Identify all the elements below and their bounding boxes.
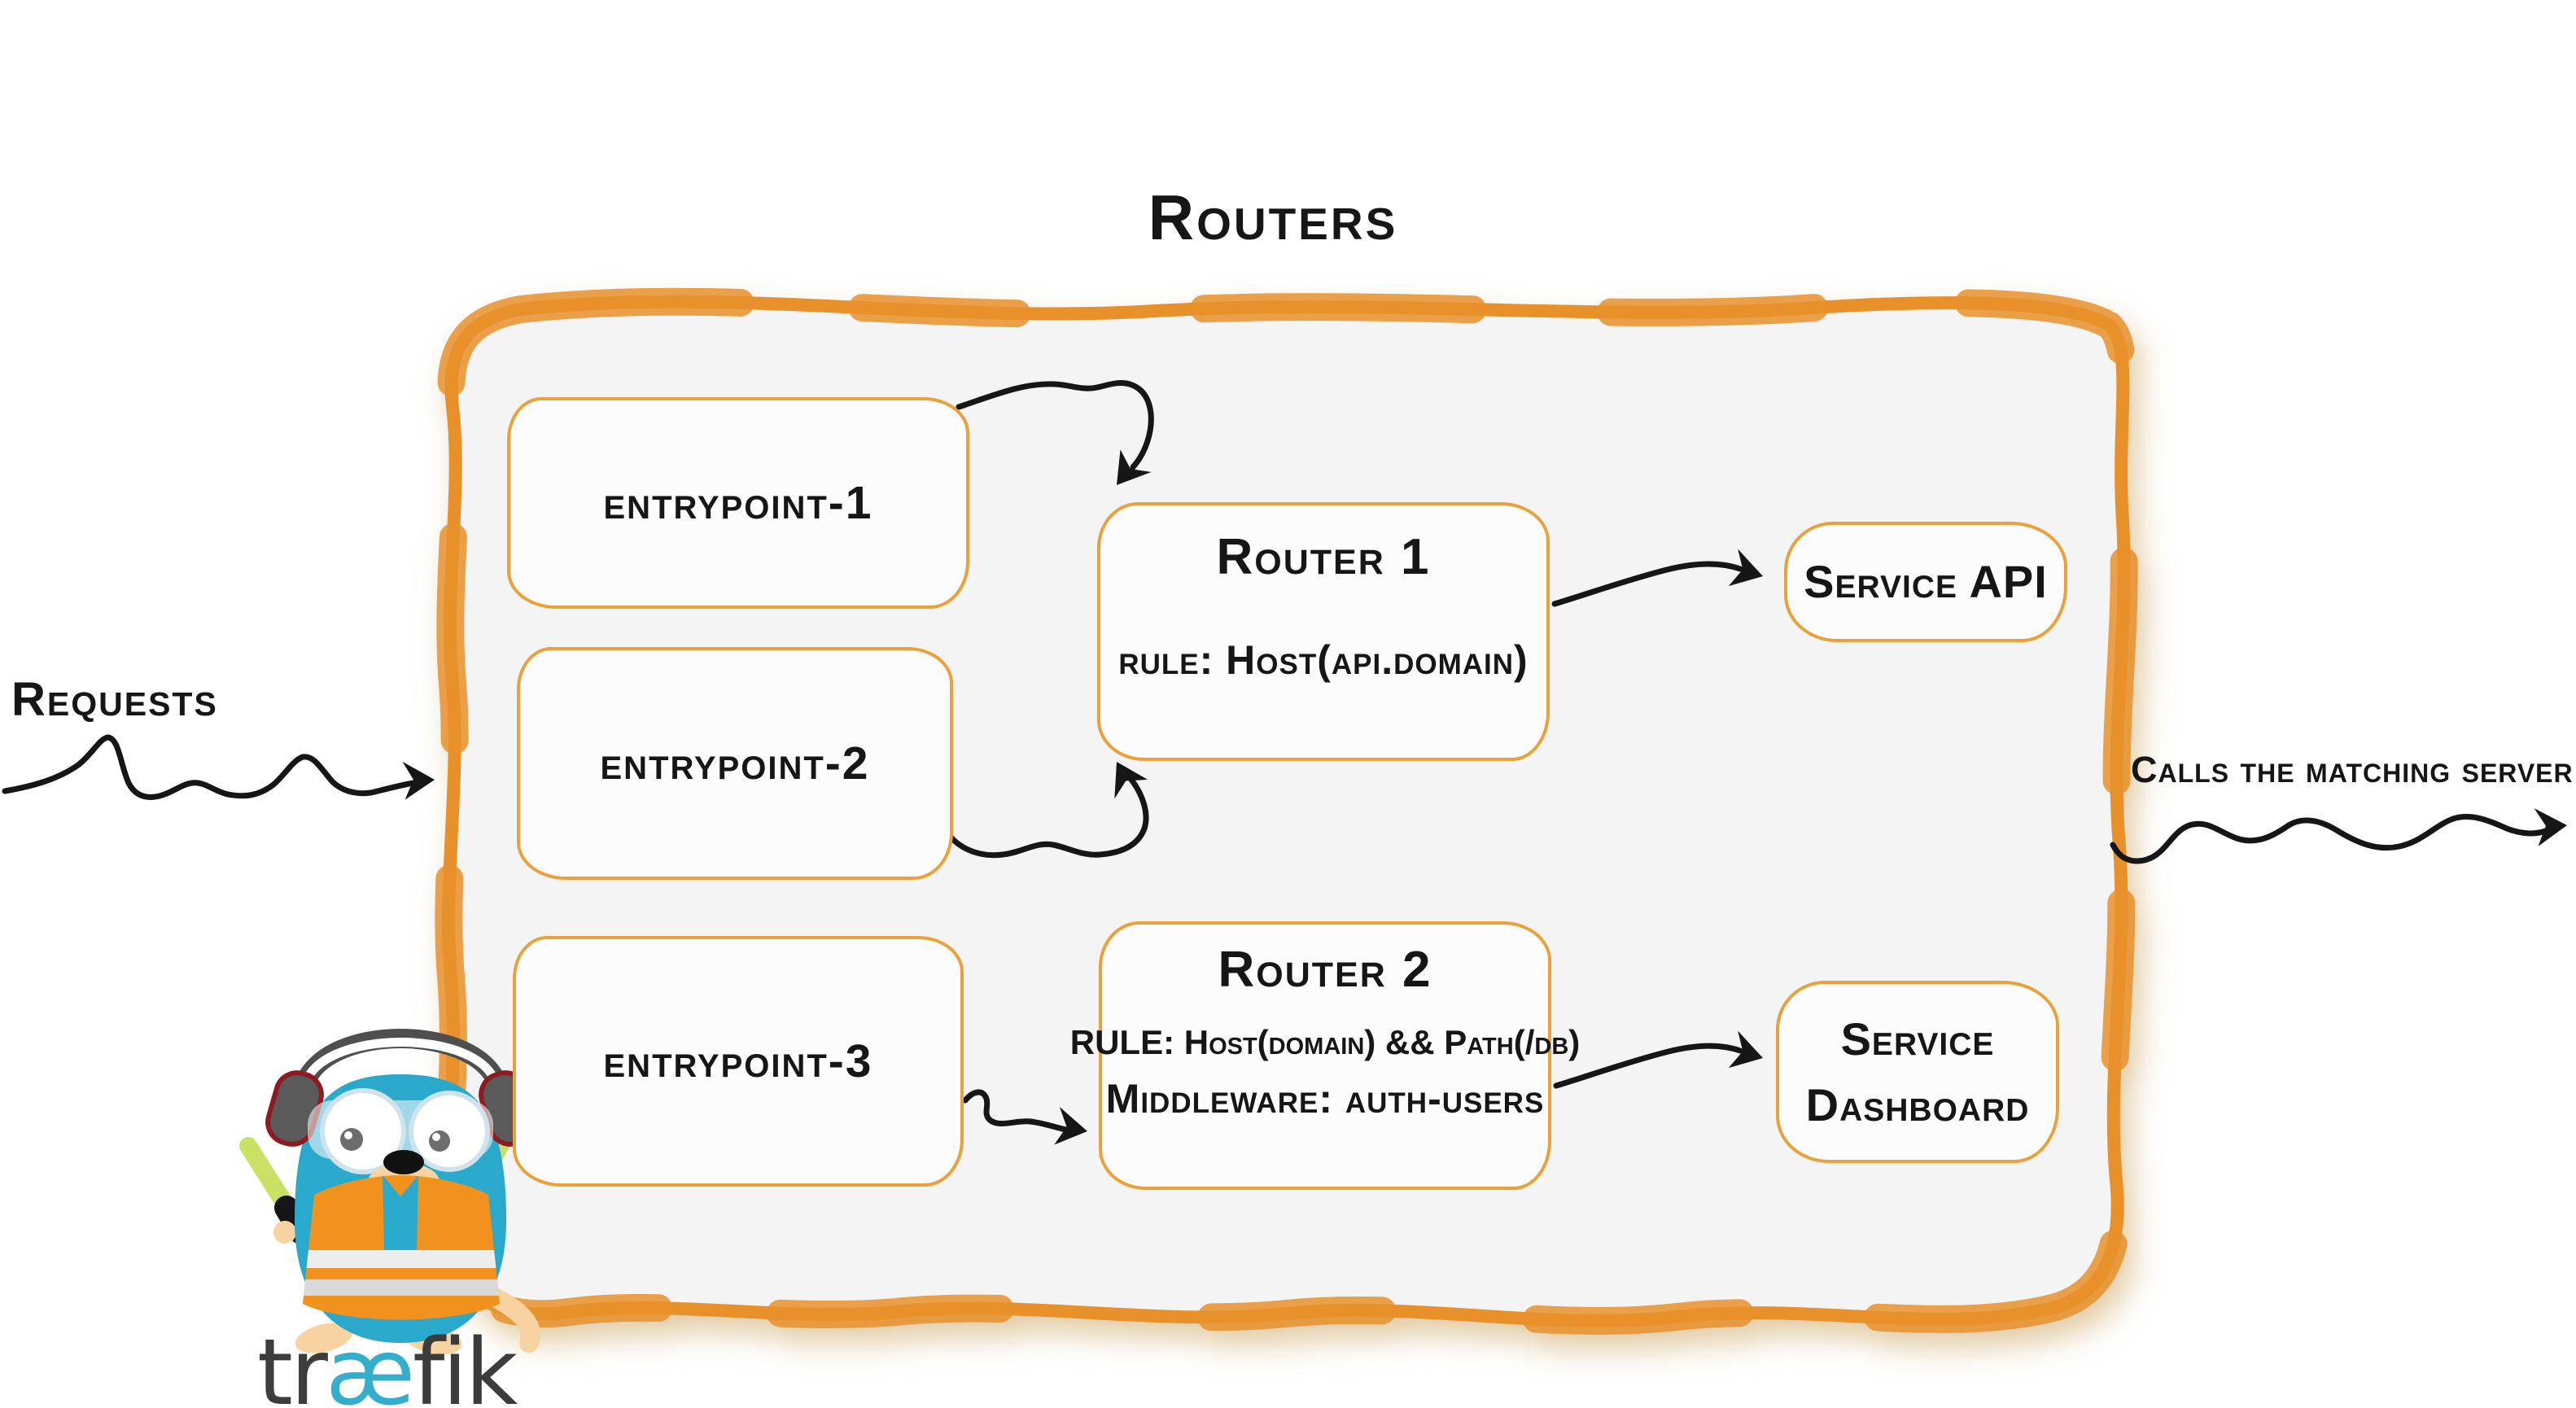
calls-matching-server-label: Calls the matching server	[2131, 749, 2574, 790]
requests-label: Requests	[11, 673, 218, 726]
router-2-rule: RULE: Host(domain) && Path(/db)	[1069, 1023, 1581, 1061]
entrypoint-3-node: entrypoint-3	[513, 936, 964, 1187]
router-1-title: Router 1	[1216, 529, 1431, 585]
entrypoint-1-node: entrypoint-1	[507, 397, 969, 609]
router-2-node: Router 2 RULE: Host(domain) && Path(/db)…	[1070, 921, 1580, 1190]
service-api-label: Service API	[1804, 556, 2048, 608]
service-dashboard-node: Service Dashboard	[1776, 981, 2059, 1163]
traefik-wordmark: træfik	[257, 1320, 518, 1408]
router-1-rule: rule: Host(api.domain)	[1118, 637, 1529, 683]
router-2-title: Router 2	[1218, 942, 1432, 998]
wordmark-part-tr: tr	[257, 1320, 328, 1408]
service-api-node: Service API	[1784, 522, 2067, 642]
router-2-middleware: Middleware: auth-users	[1105, 1076, 1545, 1122]
router-1-node: Router 1 rule: Host(api.domain)	[1097, 502, 1550, 761]
entrypoint-1-label: entrypoint-1	[603, 477, 873, 529]
entrypoint-2-label: entrypoint-2	[600, 737, 870, 789]
diagram-title: Routers	[1148, 181, 1398, 253]
wordmark-part-ae: æ	[325, 1320, 415, 1408]
entrypoint-3-label: entrypoint-3	[603, 1035, 873, 1087]
wordmark-part-fik: fik	[412, 1320, 518, 1408]
entrypoint-2-node: entrypoint-2	[517, 647, 953, 880]
service-dashboard-label: Service Dashboard	[1805, 1012, 2030, 1130]
